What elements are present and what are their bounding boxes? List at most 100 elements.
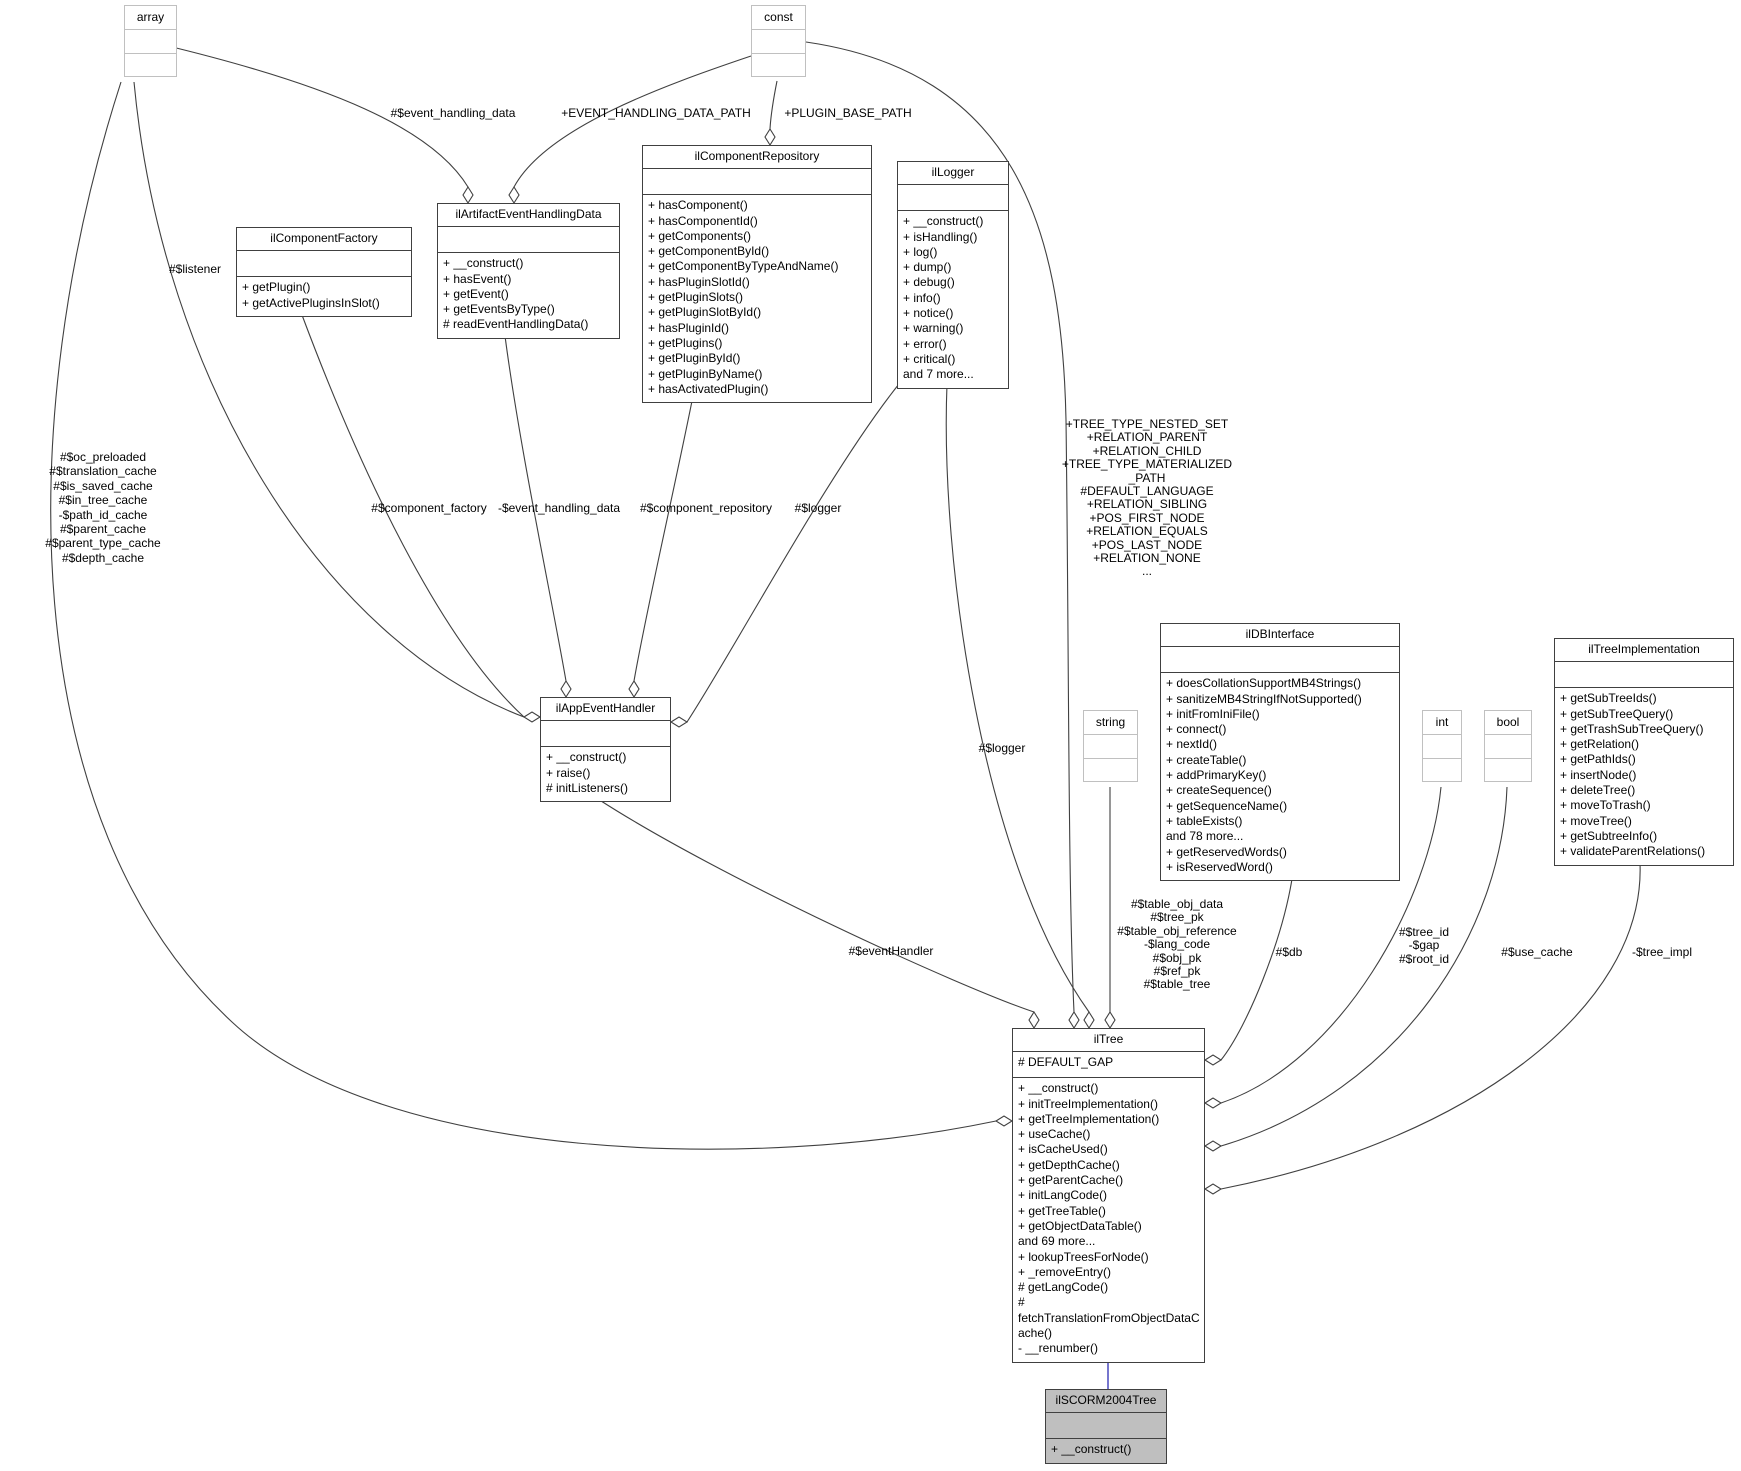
edge-label-line: +RELATION_CHILD [1092, 443, 1202, 458]
edge-label-line: #$parent_cache [59, 522, 147, 537]
edge-label-plugin-base-path: +PLUGIN_BASE_PATH [784, 106, 912, 120]
edge-label-use-cache: #$use_cache [1501, 945, 1573, 959]
line: + isReservedWord() [1166, 859, 1273, 874]
line: + isHandling() [903, 229, 978, 244]
class-title: ilComponentFactory [237, 228, 411, 252]
line: + insertNode() [1560, 767, 1637, 782]
edge-label-line: +POS_FIRST_NODE [1089, 510, 1205, 525]
class-box-int: int [1422, 710, 1462, 783]
line: + getPluginSlots() [648, 290, 744, 305]
class-title: const [752, 6, 805, 31]
class-title: bool [1485, 711, 1531, 736]
line: + getPathIds() [1560, 752, 1636, 767]
line: and 69 more... [1018, 1234, 1096, 1249]
class-box-ildbinterface[interactable]: ilDBInterface + doesCollationSupportMB4S… [1160, 623, 1400, 882]
line: + getEventsByType() [443, 302, 555, 317]
line: + debug() [903, 275, 955, 290]
class-box-array: array [124, 5, 177, 78]
line: + getTreeTable() [1018, 1203, 1106, 1218]
class-title: ilComponentRepository [643, 146, 871, 170]
class-box-ilcomponentrepository[interactable]: ilComponentRepository + hasComponent()+ … [642, 145, 872, 404]
edge-label-int-members: #$tree_id-$gap#$root_id [1398, 925, 1450, 966]
line: + getSubtreeInfo() [1560, 828, 1658, 843]
methods-compartment: + hasComponent()+ hasComponentId()+ getC… [643, 195, 871, 402]
class-title: string [1084, 711, 1137, 736]
class-title: ilArtifactEventHandlingData [438, 204, 619, 228]
edge-label-logger-app: #$logger [794, 501, 842, 515]
edge-const-tree [805, 41, 1075, 1013]
line: + critical() [903, 351, 956, 366]
line: + isCacheUsed() [1018, 1142, 1108, 1157]
attributes-compartment [752, 30, 805, 53]
edge-int-tree [1220, 786, 1442, 1104]
edge-label-line: #$tree_id [1398, 925, 1450, 939]
class-box-ilappeventhandler[interactable]: ilAppEventHandler + __construct()+ raise… [540, 697, 671, 803]
attributes-compartment [1046, 1413, 1166, 1440]
edge-label-line: _PATH [1128, 470, 1166, 485]
line: + getParentCache() [1018, 1173, 1124, 1188]
edge-label-line: #$in_tree_cache [58, 493, 148, 508]
class-box-ilcomponentfactory[interactable]: ilComponentFactory + getPlugin()+ getAct… [236, 227, 412, 317]
aggregation-diamond [462, 185, 474, 205]
line: + getSubTreeQuery() [1560, 706, 1674, 721]
line: + getEvent() [443, 286, 509, 301]
edge-label-line: #$tree_pk [1150, 910, 1204, 925]
edge-label-component-factory: #$component_factory [371, 501, 487, 515]
edge-componentfactory-appeventhandler [301, 314, 525, 718]
edge-bool-tree [1220, 786, 1508, 1147]
aggregation-diamond [508, 185, 520, 205]
line: + __construct() [1051, 1442, 1132, 1457]
line: + getObjectDataTable() [1018, 1218, 1142, 1233]
edge-label-line: #$depth_cache [61, 550, 145, 565]
methods-compartment: + __construct() [1046, 1439, 1166, 1462]
line: + getActivePluginsInSlot() [242, 295, 380, 310]
line: + getRelation() [1560, 737, 1640, 752]
line: + getPluginSlotById() [648, 305, 762, 320]
edge-label-caches: #$oc_preloaded#$translation_cache#$is_sa… [45, 450, 160, 565]
edge-array-appeventhandler [133, 81, 525, 718]
line: # initListeners() [546, 780, 629, 795]
edge-label-line: #$oc_preloaded [59, 450, 147, 464]
line: # getLangCode() [1018, 1280, 1109, 1295]
edge-label-line: #$table_obj_reference [1117, 923, 1237, 938]
class-box-ilartifacteventhandlingdata[interactable]: ilArtifactEventHandlingData + __construc… [437, 203, 620, 339]
line: + log() [903, 244, 938, 259]
methods-compartment: + doesCollationSupportMB4Strings()+ sani… [1161, 673, 1399, 880]
line: + dump() [903, 260, 952, 275]
aggregation-diamond [1203, 1140, 1223, 1152]
edge-label-line: #$table_tree [1143, 977, 1211, 992]
methods-compartment: + getSubTreeIds()+ getSubTreeQuery()+ ge… [1555, 688, 1733, 864]
attributes-compartment: # DEFAULT_GAP [1013, 1052, 1204, 1079]
edge-label-line: +POS_LAST_NODE [1091, 537, 1203, 552]
methods-compartment [752, 53, 805, 76]
class-title: ilTreeImplementation [1555, 639, 1733, 663]
edge-label-line: #$parent_type_cache [45, 536, 161, 551]
class-box-string: string [1083, 710, 1138, 783]
class-box-iltreeimplementation[interactable]: ilTreeImplementation + getSubTreeIds()+ … [1554, 638, 1734, 866]
edge-label-line: -$path_id_cache [58, 507, 148, 522]
line: + getPluginByName() [648, 366, 763, 381]
class-box-iltree[interactable]: ilTree # DEFAULT_GAP + __construct()+ in… [1012, 1028, 1205, 1363]
line: + hasPluginId() [648, 320, 730, 335]
line: + getTreeImplementation() [1018, 1111, 1160, 1126]
edge-const-eventhandlingdata [513, 55, 752, 188]
line: + __construct() [443, 256, 524, 271]
edge-label-event-handling-data-member: -$event_handling_data [497, 501, 621, 515]
class-box-ilscorm2004tree[interactable]: ilSCORM2004Tree + __construct() [1045, 1389, 1167, 1464]
line: + sanitizeMB4StringIfNotSupported() [1166, 691, 1362, 706]
edge-label-listener: #$listener [168, 262, 222, 276]
methods-compartment [125, 53, 176, 76]
attributes-compartment [541, 721, 670, 748]
line: + info() [903, 290, 941, 305]
line: + validateParentRelations() [1560, 844, 1706, 859]
methods-compartment [1423, 758, 1461, 781]
aggregation-diamond [764, 127, 776, 147]
attributes-compartment [237, 251, 411, 278]
line: + getComponentByTypeAndName() [648, 259, 839, 274]
class-box-illogger[interactable]: ilLogger + __construct()+ isHandling()+ … [897, 161, 1009, 389]
edge-label-line: -$gap [1408, 938, 1440, 953]
line: + getComponents() [648, 228, 752, 243]
line: + nextId() [1166, 737, 1218, 752]
